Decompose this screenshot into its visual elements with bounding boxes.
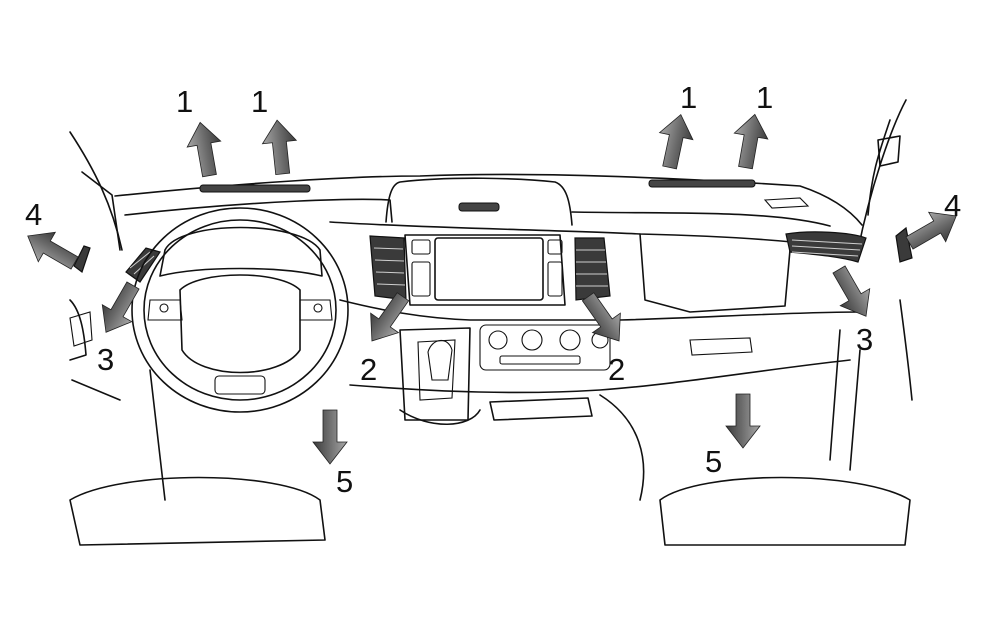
arrow-side-right xyxy=(823,260,882,326)
door-vent-left xyxy=(73,245,91,273)
callout-side-right: 3 xyxy=(856,322,873,357)
arrow-windshield-right-1 xyxy=(652,110,698,172)
arrow-side-left xyxy=(90,276,149,342)
callout-windshield-right-1: 1 xyxy=(680,80,697,115)
side-vent-right xyxy=(785,231,867,263)
center-vent-right xyxy=(574,237,611,301)
center-vent-left xyxy=(369,235,407,301)
windshield-vent-right xyxy=(648,179,756,188)
door-vent-right xyxy=(895,226,913,263)
callout-windshield-left-2: 1 xyxy=(251,84,268,119)
callout-door-right: 4 xyxy=(944,188,961,223)
callout-labels: 1 1 1 1 2 2 3 3 4 4 5 5 xyxy=(25,80,961,499)
climate-controls xyxy=(479,324,611,371)
arrow-footwell-left xyxy=(312,409,348,465)
callout-footwell-right: 5 xyxy=(705,444,722,479)
arrow-windshield-right-2 xyxy=(728,111,773,171)
arrow-windshield-left-1 xyxy=(182,119,227,179)
callout-center-left: 2 xyxy=(360,352,377,387)
steering-wheel xyxy=(131,207,349,413)
infotainment-screen xyxy=(434,237,544,301)
center-defrost-slot xyxy=(458,202,500,212)
dash-vent-small-right xyxy=(763,197,810,209)
gear-shifter xyxy=(399,327,481,426)
arrow-windshield-left-2 xyxy=(259,117,301,177)
callout-door-left: 4 xyxy=(25,197,42,232)
seat-right xyxy=(659,476,911,546)
callout-center-right: 2 xyxy=(608,352,625,387)
storage-tray xyxy=(489,397,593,421)
windshield-vent-left xyxy=(199,184,311,193)
seat-left xyxy=(69,476,326,546)
callout-side-left: 3 xyxy=(97,342,114,377)
glovebox-handle xyxy=(689,337,753,356)
callout-windshield-left-1: 1 xyxy=(176,84,193,119)
callout-footwell-left: 5 xyxy=(336,464,353,499)
dashboard-outline xyxy=(69,99,913,546)
callout-windshield-right-2: 1 xyxy=(756,80,773,115)
arrow-footwell-right xyxy=(725,393,761,449)
